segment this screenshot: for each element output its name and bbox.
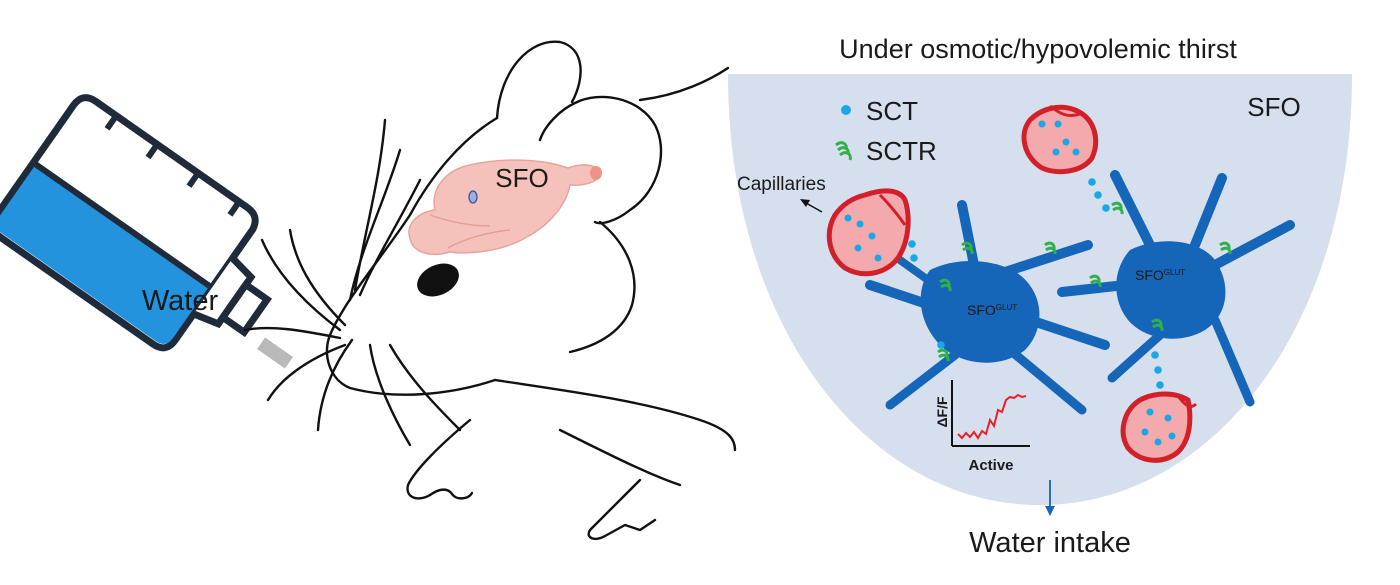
calcium-trace: ΔF/F Active	[934, 380, 1030, 474]
legend-sct-label: SCT	[866, 96, 918, 126]
brain-sfo-label: SFO	[495, 163, 548, 193]
capillaries-arrow	[800, 199, 823, 213]
trace-xlabel: Active	[968, 457, 1013, 474]
trace-ylabel: ΔF/F	[934, 396, 950, 428]
neuron-left-label: SFOGLUT	[967, 302, 1017, 318]
bottle-water-label: Water	[142, 285, 219, 317]
legend: SCT SCTR	[835, 96, 937, 166]
water-intake-arrow	[1045, 480, 1055, 516]
sfo-region-panel	[728, 74, 1352, 505]
capillary-bottom-right	[1120, 391, 1198, 463]
neuron-right	[1057, 170, 1295, 407]
neuron-right-label: SFOGLUT	[1135, 267, 1185, 283]
legend-sctr-label: SCTR	[866, 136, 937, 166]
water-bottle: Water	[0, 94, 293, 369]
panel-title: Under osmotic/hypovolemic thirst	[839, 34, 1237, 64]
water-intake-label: Water intake	[969, 527, 1131, 559]
neuron-left-superscript: GLUT	[996, 303, 1017, 312]
sctr-receptors	[937, 201, 1232, 362]
neuron-right-name: SFO	[1135, 267, 1164, 283]
capillary-top-right	[1021, 104, 1099, 175]
sfo-marker	[468, 190, 478, 204]
mouse-front-paw	[406, 418, 472, 500]
mouse-back-ear	[495, 40, 582, 120]
mouse-brain	[408, 159, 602, 256]
neuron-left	[865, 200, 1110, 415]
mouse-eye	[417, 263, 459, 297]
neuron-left-name: SFO	[967, 302, 996, 318]
capillary-left	[826, 188, 911, 277]
trace-line	[957, 393, 1027, 440]
mouse-front-ear	[573, 95, 663, 225]
capillaries-label: Capillaries	[737, 174, 826, 195]
bottle-water	[0, 164, 210, 344]
sctr-receptor-icon	[835, 141, 852, 161]
sct-dot-icon	[841, 105, 851, 115]
neuron-right-superscript: GLUT	[1164, 268, 1185, 277]
mouse-illustration	[243, 40, 737, 541]
sct-dots	[908, 178, 1164, 389]
bottle-spout	[257, 337, 293, 369]
bottle-cap	[218, 279, 273, 338]
region-label: SFO	[1247, 92, 1300, 122]
